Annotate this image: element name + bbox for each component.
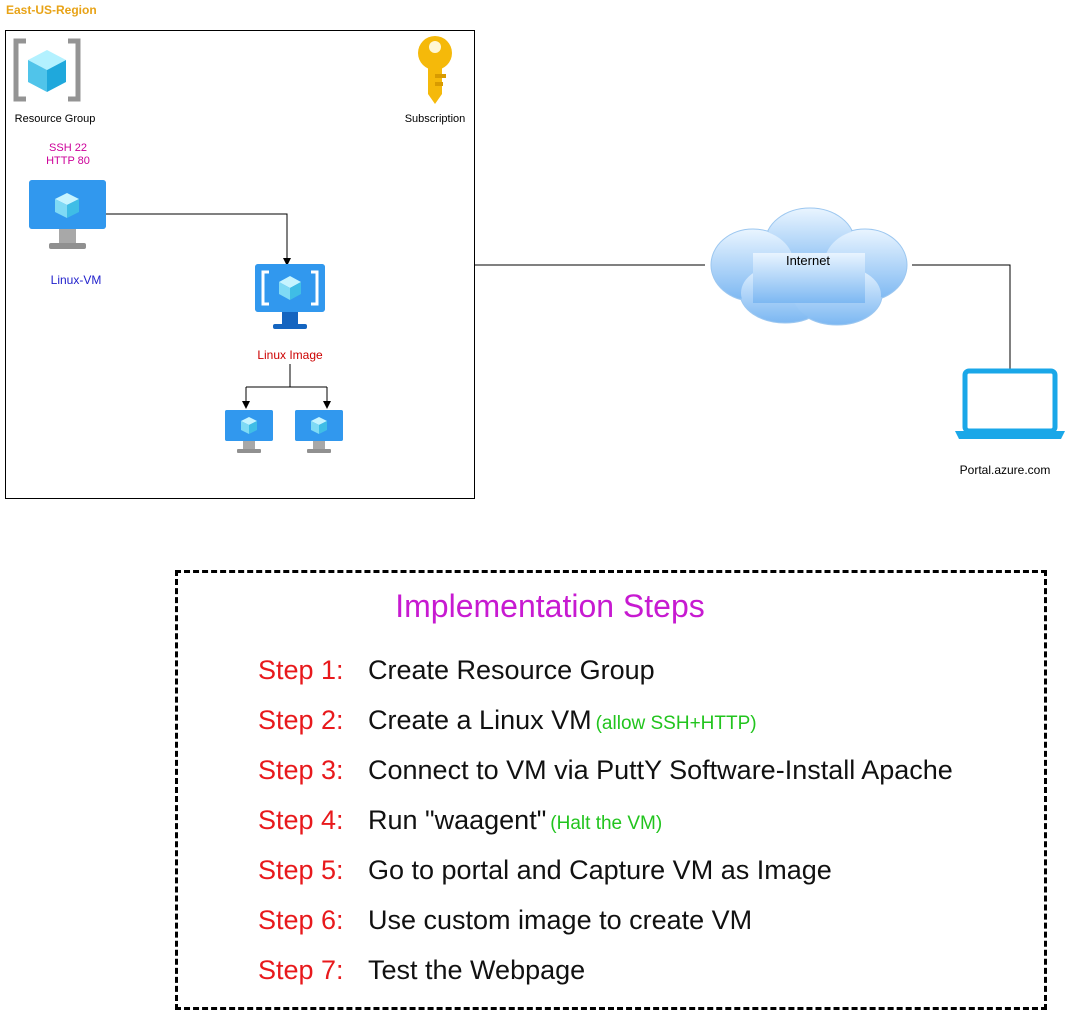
step-note: (Halt the VM) (550, 813, 663, 834)
region-container (5, 30, 475, 499)
vm-to-image-arrow (106, 213, 291, 266)
step-text: Run "waagent" (368, 805, 547, 835)
step-number: Step 7: (258, 955, 344, 985)
step-number: Step 3: (258, 755, 344, 785)
connector-lines (106, 213, 1011, 409)
step-item: Step 7: Test the Webpage (258, 955, 585, 986)
linux-image-label: Linux Image (257, 348, 323, 362)
step-text: Go to portal and Capture VM as Image (368, 855, 832, 885)
virtual-machine-icon (295, 410, 343, 453)
resource-group-icon (13, 38, 81, 102)
step-item: Step 6: Use custom image to create VM (258, 905, 752, 936)
subscription-label: Subscription (404, 113, 466, 125)
step-number: Step 5: (258, 855, 344, 885)
steps-title: Implementation Steps (395, 588, 705, 624)
virtual-machine-icon (225, 410, 273, 453)
virtual-machine-icon (29, 180, 106, 249)
step-number: Step 1: (258, 655, 344, 685)
linux-vm-label: Linux-VM (50, 273, 102, 287)
step-text: Connect to VM via PuttY Software-Install… (368, 755, 953, 785)
step-text: Create Resource Group (368, 655, 655, 685)
vm-image-icon (255, 264, 325, 329)
step-item: Step 3: Connect to VM via PuttY Software-… (258, 755, 953, 786)
portal-label: Portal.azure.com (959, 463, 1051, 477)
step-note: (allow SSH+HTTP) (595, 713, 757, 734)
step-item: Step 5: Go to portal and Capture VM as Im… (258, 855, 832, 886)
step-text: Create a Linux VM (368, 705, 592, 735)
internet-to-portal-line (912, 264, 1011, 370)
region-title: East-US-Region (6, 3, 97, 17)
key-icon (418, 36, 452, 104)
step-text: Use custom image to create VM (368, 905, 753, 935)
port-list: SSH 22 HTTP 80 (40, 142, 96, 168)
step-item: Step 1: Create Resource Group (258, 655, 655, 686)
step-item: Step 2: Create a Linux VM(allow SSH+HTTP) (258, 705, 757, 736)
image-branch-lines (246, 364, 327, 388)
internet-label: Internet (785, 253, 831, 268)
step-text: Test the Webpage (368, 955, 586, 985)
port-ssh: SSH 22 (49, 142, 87, 154)
laptop-icon (955, 368, 1065, 439)
steps-panel (175, 570, 1047, 1010)
port-http: HTTP 80 (46, 155, 90, 167)
step-number: Step 4: (258, 805, 344, 835)
cloud-icon (710, 207, 908, 326)
step-item: Step 4: Run "waagent"(Halt the VM) (258, 805, 662, 836)
step-number: Step 6: (258, 905, 344, 935)
step-number: Step 2: (258, 705, 344, 735)
resource-group-label: Resource Group (14, 113, 96, 125)
